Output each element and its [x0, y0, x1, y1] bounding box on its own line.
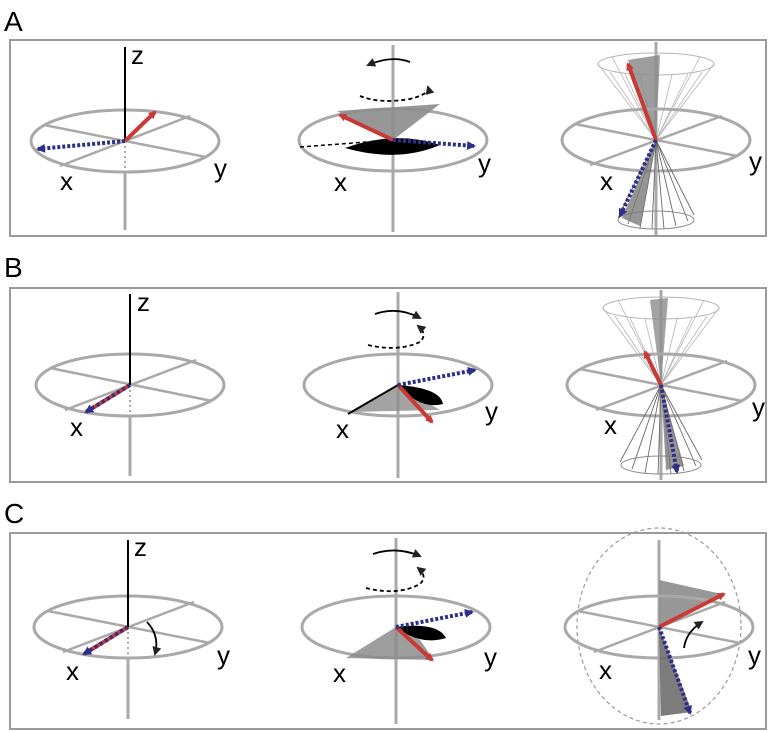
diagram-b2: x y — [302, 292, 498, 478]
shaded-plane-top — [650, 298, 668, 385]
blue-vector — [395, 608, 474, 629]
disc — [565, 352, 757, 418]
axis-label-z: z — [134, 532, 147, 562]
blue-vector — [618, 139, 658, 218]
panel-frame-a — [9, 39, 767, 237]
panel-label-a: A — [4, 6, 23, 37]
blue-vector — [84, 383, 132, 414]
blue-vector — [82, 625, 130, 656]
diagram-b1: z x — [34, 287, 226, 476]
rotation-arrow — [146, 621, 162, 656]
axis-label-y: y — [748, 640, 761, 670]
axis-label-z: z — [137, 287, 150, 317]
disc — [563, 594, 755, 660]
axis-label-y: y — [752, 392, 765, 422]
axis-label-y: y — [484, 642, 497, 672]
panel-label-b: B — [4, 252, 23, 283]
panel-label-c: C — [4, 498, 24, 529]
diagram-b3: x y — [565, 290, 765, 480]
diagram-c3: x y — [563, 527, 761, 725]
diagram-a3: x y — [560, 42, 762, 235]
axis-label-x: x — [604, 410, 617, 440]
rotation-arrow-solid — [366, 58, 411, 67]
axis-label-z: z — [131, 40, 144, 70]
red-vector — [643, 350, 663, 386]
axis-label-x: x — [333, 658, 346, 688]
disc — [560, 107, 752, 173]
red-vector — [394, 625, 434, 662]
axis-label-x: x — [600, 166, 613, 196]
panel-frame-c — [9, 532, 767, 730]
red-vector — [338, 113, 394, 142]
axis-label-x: x — [334, 167, 347, 197]
shaded-wedge — [337, 104, 440, 140]
axis-label-y: y — [478, 148, 491, 178]
axis-label-x: x — [66, 656, 79, 686]
shaded-plane-top — [659, 580, 722, 626]
red-vector — [658, 592, 726, 629]
diagram-a1: z x y — [29, 40, 227, 230]
axis-label-y: y — [485, 396, 498, 426]
rotation-arrow-dashed — [359, 85, 435, 102]
red-vector — [396, 383, 434, 424]
rotation-arrow-dashed — [367, 324, 427, 349]
panel-frame-b — [9, 287, 767, 483]
black-line — [347, 384, 399, 415]
axis-label-x: x — [336, 414, 349, 444]
black-wedge — [398, 385, 443, 406]
axis-label-y: y — [217, 640, 230, 670]
black-wedge — [396, 625, 446, 641]
cone-rim-bottom — [617, 210, 695, 230]
panel-c: C z x y x y — [4, 498, 767, 730]
axis-label-y: y — [749, 146, 762, 176]
diagram-a2: x y — [297, 45, 491, 232]
red-vector — [123, 110, 157, 143]
blue-vector — [657, 626, 692, 715]
shaded-plane-bottom — [622, 140, 656, 226]
shaded-plane-bottom — [661, 385, 684, 470]
axis-label-x: x — [60, 166, 73, 196]
black-wedge — [345, 138, 440, 155]
blue-vector — [36, 139, 126, 153]
panel-a: A z x y x y — [4, 6, 767, 237]
rotation-arrow-solid — [374, 309, 422, 319]
blue-vector — [397, 366, 477, 387]
rotation-ellipse — [576, 527, 742, 725]
cone-rim-bottom — [620, 455, 702, 475]
disc — [302, 352, 494, 418]
dashed-line — [299, 139, 394, 148]
red-vector — [626, 62, 658, 141]
axis-label-y: y — [214, 153, 227, 183]
diagram-c2: x y — [300, 538, 497, 724]
axis-label-x: x — [599, 655, 612, 685]
rotation-arrow-solid — [372, 549, 422, 558]
axis-label-x: x — [70, 412, 83, 442]
shaded-plane-top — [628, 55, 660, 140]
rotation-arrow — [683, 620, 704, 649]
rotation-arrow-dashed — [365, 566, 427, 593]
shaded-wedge — [346, 627, 434, 660]
panel-b: B z x x y — [4, 252, 767, 483]
diagram-c1: z x y — [32, 532, 230, 719]
blue-vector — [392, 138, 476, 150]
